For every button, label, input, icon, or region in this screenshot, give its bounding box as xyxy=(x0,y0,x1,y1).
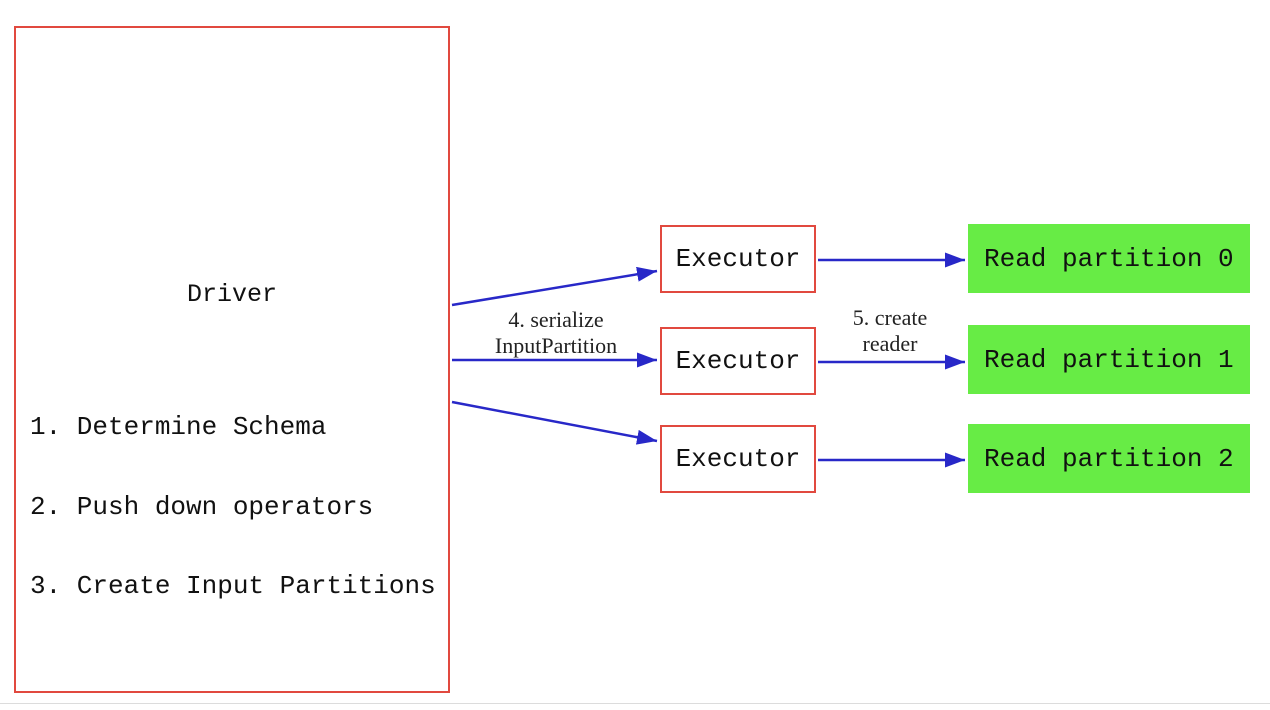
driver-step-1: 1. Determine Schema xyxy=(30,412,327,442)
driver-step-2: 2. Push down operators xyxy=(30,491,374,522)
driver-title: Driver xyxy=(186,280,277,309)
driver-step-3: 3. Create Input Partitions xyxy=(30,571,436,601)
read-partition-label: Read partition 1 xyxy=(984,344,1234,375)
arrow-driver-to-executor-0 xyxy=(451,266,658,307)
executor-box-1: Executor xyxy=(660,327,816,395)
edge-label-line: InputPartition xyxy=(494,333,618,358)
read-partition-box-0: Read partition 0 xyxy=(968,224,1250,293)
edge-label-serialize-inputpartition: 4. serialize InputPartition xyxy=(456,307,656,359)
edge-label-line: 5. create xyxy=(852,305,928,330)
edge-label-create-reader: 5. create reader xyxy=(820,305,960,357)
read-partition-label: Read partition 2 xyxy=(984,443,1234,474)
executor-box-2: Executor xyxy=(660,425,816,493)
executor-label: Executor xyxy=(675,244,801,274)
read-partition-box-1: Read partition 1 xyxy=(968,325,1250,394)
driver-box xyxy=(14,26,450,693)
executor-label: Executor xyxy=(675,444,801,474)
edge-label-line: 4. serialize xyxy=(508,307,604,332)
executor-label: Executor xyxy=(675,346,801,376)
edge-label-line: reader xyxy=(862,331,918,356)
driver-steps-list: 1. Determine Schema 2. Push down operato… xyxy=(30,361,450,653)
read-partition-label: Read partition 0 xyxy=(984,243,1234,274)
executor-box-0: Executor xyxy=(660,225,816,293)
read-partition-box-2: Read partition 2 xyxy=(968,424,1250,493)
arrow-driver-to-executor-2 xyxy=(451,400,658,445)
slide-bottom-edge xyxy=(0,703,1270,704)
